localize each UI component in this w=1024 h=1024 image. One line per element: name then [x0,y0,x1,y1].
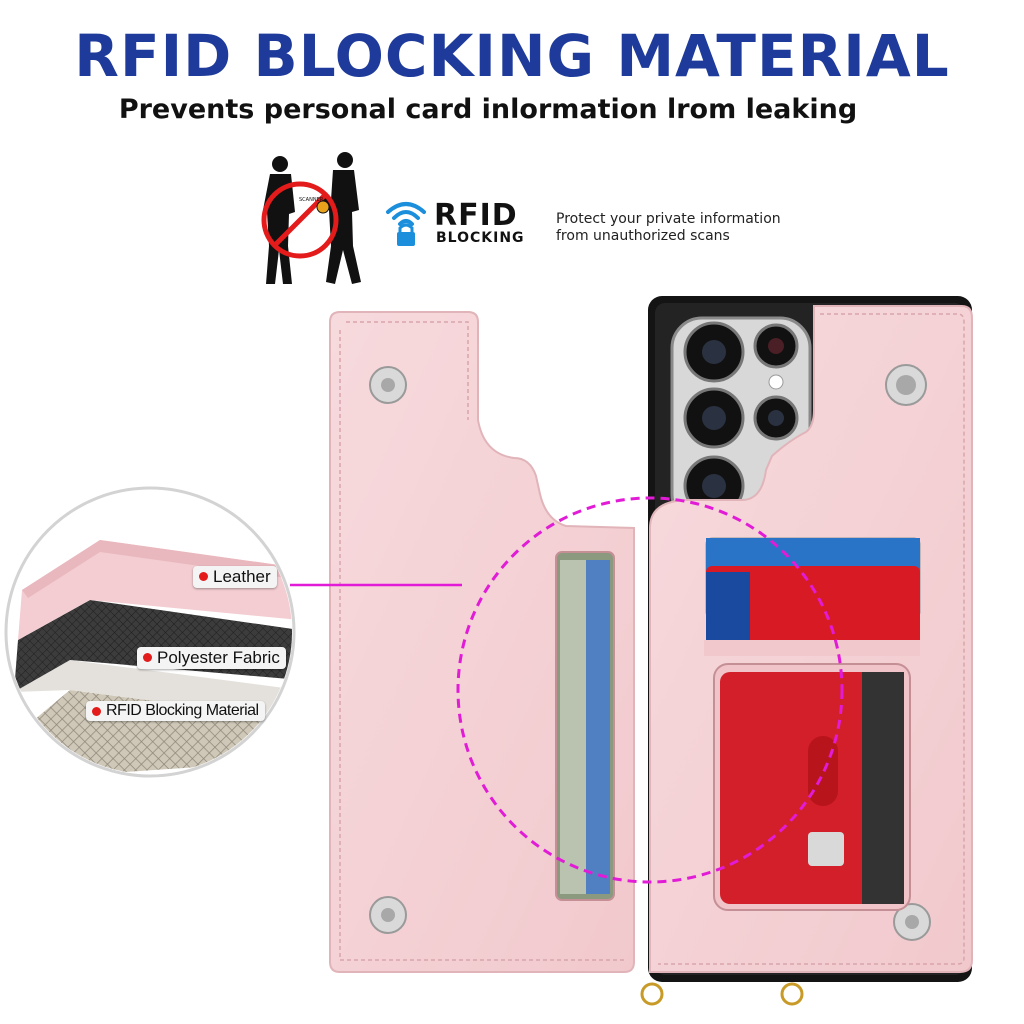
page-subtitle: Prevents personal card inlormation lrom … [118,94,858,125]
rfid-description-line-1: Protect your private information [556,211,781,227]
page-title: RFID BLOCKING MATERIAL [74,22,950,90]
rfid-badge-subtitle: BLOCKING [436,230,525,246]
material-zoom [4,486,296,778]
rfid-description: Protect your private information from un… [556,211,816,245]
strap-ring-left [640,982,664,1006]
rfid-wave-lock-icon [386,202,426,246]
strap-ring-right [780,982,804,1006]
layer-label-leather: Leather [193,566,277,588]
callout-circle [456,496,844,884]
layer-label-polyester: Polyester Fabric [137,647,286,669]
rfid-badge: RFID BLOCKING [384,198,534,250]
no-scanning-people-icon: SCANNER [261,152,361,284]
rfid-description-line-2: from unauthorized scans [556,228,730,244]
rfid-badge-title: RFID [434,198,518,233]
card-slots [704,537,921,911]
case-flap [329,311,635,973]
layer-label-rfid: RFID Blocking Material [86,701,265,721]
svg-text:SCANNER: SCANNER [299,197,324,203]
